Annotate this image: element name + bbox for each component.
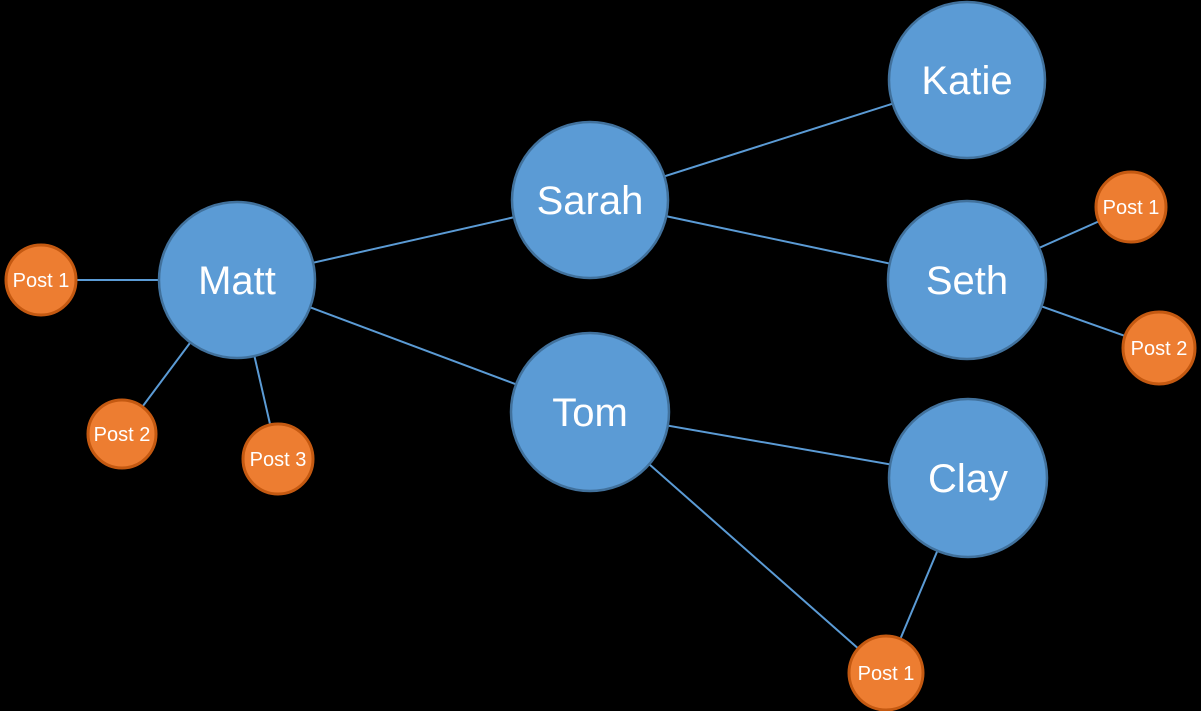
node-post1-tom: Post 1 [847, 634, 925, 711]
node-tom: Tom [509, 331, 671, 493]
node-label-seth: Seth [926, 259, 1008, 303]
node-label-post1-matt: Post 1 [13, 270, 70, 292]
person-circle-clay [887, 397, 1049, 559]
node-clay: Clay [887, 397, 1049, 559]
node-label-tom: Tom [552, 391, 628, 435]
node-post1-matt: Post 1 [4, 243, 78, 317]
node-label-katie: Katie [921, 59, 1012, 103]
node-post3-matt: Post 3 [241, 422, 315, 496]
node-label-matt: Matt [198, 259, 276, 303]
person-circle-seth [886, 199, 1048, 361]
person-circle-sarah [510, 120, 670, 280]
node-label-post2-matt: Post 2 [94, 424, 151, 446]
person-circle-tom [509, 331, 671, 493]
node-sarah: Sarah [510, 120, 670, 280]
node-label-clay: Clay [928, 457, 1008, 501]
post-circle-post1-seth [1094, 170, 1168, 244]
node-label-post1-seth: Post 1 [1103, 197, 1160, 219]
person-circle-matt [157, 200, 317, 360]
person-circle-katie [887, 0, 1047, 160]
node-label-sarah: Sarah [537, 179, 644, 223]
post-circle-post2-seth [1121, 310, 1197, 386]
node-label-post3-matt: Post 3 [250, 449, 307, 471]
node-label-post1-tom: Post 1 [858, 663, 915, 685]
node-post1-seth: Post 1 [1094, 170, 1168, 244]
post-circle-post1-tom [847, 634, 925, 711]
node-seth: Seth [886, 199, 1048, 361]
node-label-post2-seth: Post 2 [1131, 338, 1188, 360]
node-katie: Katie [887, 0, 1047, 160]
post-circle-post1-matt [4, 243, 78, 317]
node-post2-seth: Post 2 [1121, 310, 1197, 386]
node-matt: Matt [157, 200, 317, 360]
node-post2-matt: Post 2 [86, 398, 158, 470]
post-circle-post2-matt [86, 398, 158, 470]
post-circle-post3-matt [241, 422, 315, 496]
